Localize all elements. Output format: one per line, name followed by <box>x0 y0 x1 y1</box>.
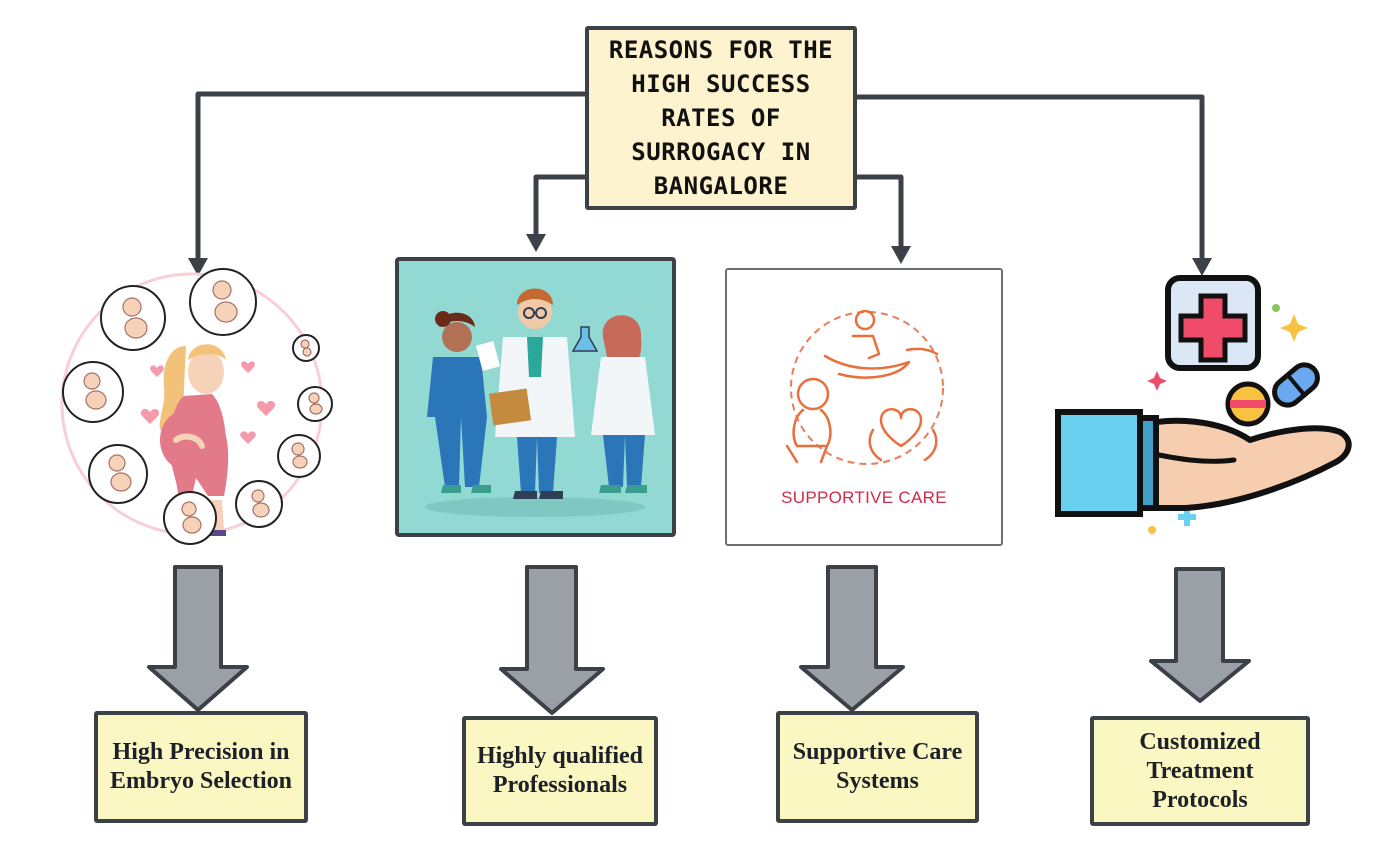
reason-label-3: Supportive Care Systems <box>792 739 963 794</box>
flow-arrow-1 <box>147 565 249 712</box>
reason-box-1: High Precision in Embryo Selection <box>94 711 308 823</box>
flow-arrow-3 <box>799 565 905 712</box>
reason-label-2: Highly qualified Professionals <box>476 743 644 798</box>
reason-box-4: Customized Treatment Protocols <box>1090 716 1310 826</box>
reason-box-3: Supportive Care Systems <box>776 711 979 823</box>
diagram-title: REASONS FOR THE HIGH SUCCESS RATES OF SU… <box>585 26 857 210</box>
reason-label-1: High Precision in Embryo Selection <box>110 739 292 794</box>
medical-team-icon <box>395 257 676 537</box>
diagram-title-text: REASONS FOR THE HIGH SUCCESS RATES OF SU… <box>608 36 834 200</box>
flow-arrow-2 <box>499 565 605 715</box>
supportive-care-caption: SUPPORTIVE CARE <box>781 488 947 507</box>
reason-box-2: Highly qualified Professionals <box>462 716 658 826</box>
supportive-care-icon: SUPPORTIVE CARE <box>725 268 1003 546</box>
flow-arrow-4 <box>1149 567 1251 703</box>
reason-label-4: Customized Treatment Protocols <box>1139 728 1261 813</box>
